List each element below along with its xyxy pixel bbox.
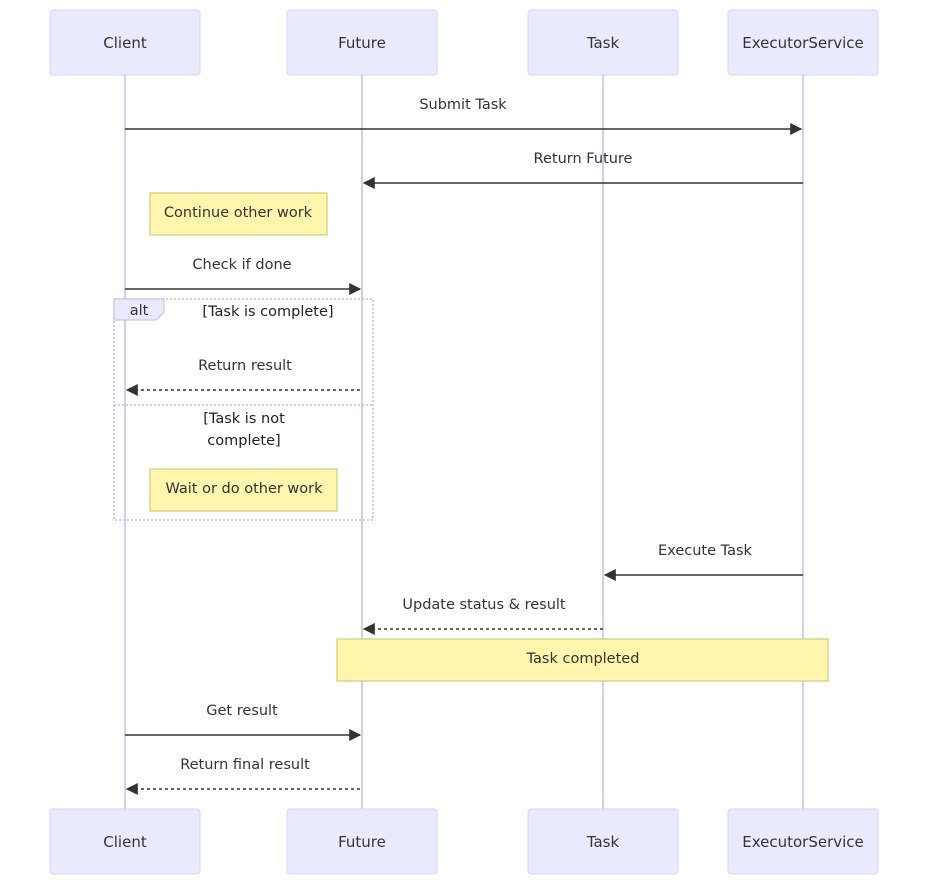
- note-label: Wait or do other work: [165, 481, 323, 497]
- actor-label: Client: [103, 833, 147, 851]
- actor-executor-top: ExecutorService: [727, 9, 879, 76]
- message-return-result: Return result: [125, 358, 360, 396]
- note-continue-other-work: Continue other work: [149, 192, 328, 236]
- actor-future-top: Future: [286, 9, 438, 76]
- actor-label: Task: [586, 34, 620, 52]
- actor-task-bottom: Task: [527, 808, 679, 875]
- message-return-final-result: Return final result: [125, 757, 360, 795]
- message-check-if-done: Check if done: [125, 257, 362, 295]
- actor-label: Client: [103, 34, 147, 52]
- note-task-completed: Task completed: [336, 638, 829, 682]
- message-label: Return result: [198, 358, 292, 374]
- actor-future-bottom: Future: [286, 808, 438, 875]
- alt-frame-tab: [113, 298, 165, 321]
- alt-frame-label: alt: [130, 303, 149, 319]
- alt-condition-not-complete-line1: [Task is not: [203, 411, 285, 427]
- alt-frame-border: [113, 298, 374, 521]
- alt-frame: alt [Task is complete] [Task is not comp…: [113, 298, 374, 521]
- message-label: Return Future: [534, 151, 633, 167]
- message-return-future: Return Future: [362, 151, 803, 189]
- message-label: Get result: [206, 703, 278, 719]
- actor-client-top: Client: [49, 9, 201, 76]
- message-submit-task: Submit Task: [125, 97, 803, 135]
- message-execute-task: Execute Task: [603, 543, 803, 581]
- message-label: Update status & result: [402, 597, 566, 613]
- actor-executor-bottom: ExecutorService: [727, 808, 879, 875]
- message-get-result: Get result: [125, 703, 362, 741]
- message-label: Submit Task: [419, 97, 507, 113]
- message-label: Execute Task: [658, 543, 752, 559]
- alt-condition-not-complete-line2: complete]: [207, 433, 280, 449]
- actor-label: Task: [586, 833, 620, 851]
- note-label: Task completed: [526, 651, 640, 667]
- message-label: Return final result: [180, 757, 310, 773]
- note-wait-or-do-other-work: Wait or do other work: [149, 468, 338, 512]
- actor-label: Future: [338, 34, 386, 52]
- alt-condition-complete: [Task is complete]: [202, 304, 333, 320]
- actor-client-bottom: Client: [49, 808, 201, 875]
- message-update-status: Update status & result: [362, 597, 603, 635]
- note-label: Continue other work: [164, 205, 313, 221]
- actor-label: ExecutorService: [742, 34, 864, 52]
- actor-task-top: Task: [527, 9, 679, 76]
- actor-label: ExecutorService: [742, 833, 864, 851]
- message-label: Check if done: [192, 257, 291, 273]
- actor-label: Future: [338, 833, 386, 851]
